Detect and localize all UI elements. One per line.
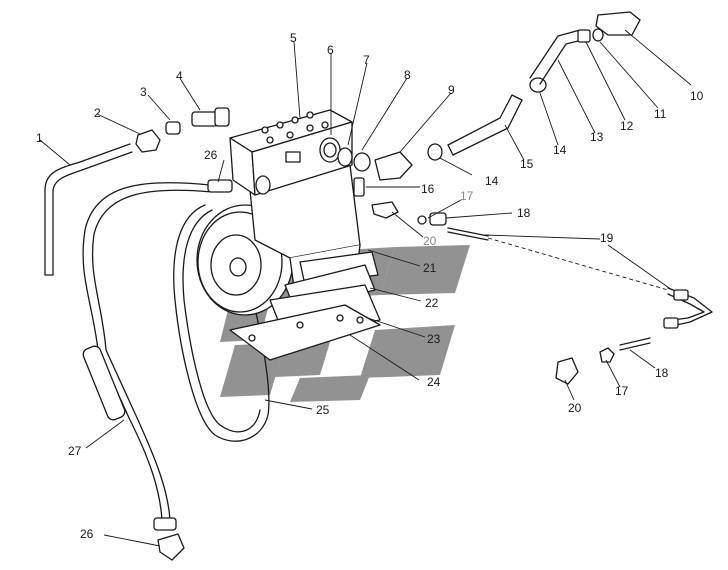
callout-4: 4 [176, 69, 183, 83]
drive-belt [173, 204, 270, 442]
part-13-pipe [529, 29, 583, 85]
callout-1: 1 [36, 131, 43, 145]
callout-23: 23 [427, 332, 441, 346]
part-9-elbow [374, 151, 413, 181]
part-1-pipe [44, 143, 131, 276]
part-26-fitting-upper [207, 179, 233, 193]
part-4-elbow [191, 107, 230, 127]
callout-19: 19 [600, 231, 614, 245]
callout-18-lower: 18 [655, 366, 669, 380]
callout-22: 22 [425, 296, 439, 310]
part-10-flange [595, 11, 641, 36]
callout-26-upper: 26 [204, 148, 218, 162]
callout-27: 27 [68, 444, 82, 458]
part-2-nut [135, 129, 161, 153]
callout-16: 16 [421, 182, 435, 196]
part-27-tube [82, 182, 213, 521]
part-19-rod [447, 227, 489, 241]
callout-26-lower: 26 [80, 527, 94, 541]
callout-18-upper: 18 [517, 206, 531, 220]
part-17-nut-lower [599, 347, 615, 363]
leader-lines [39, 29, 692, 547]
callout-3: 3 [140, 85, 147, 99]
part-17-washer-upper [417, 215, 427, 225]
callout-5: 5 [290, 31, 297, 45]
callout-2: 2 [94, 106, 101, 120]
callout-8: 8 [404, 68, 411, 82]
part-15-hose [447, 94, 523, 156]
callout-7: 7 [363, 53, 370, 67]
part-14-ring-lower [427, 143, 443, 161]
part-16-fitting [353, 177, 365, 197]
part-8-ring [353, 152, 371, 172]
callout-21: 21 [423, 261, 437, 275]
part-14-ring-upper [529, 77, 547, 93]
callout-20-upper: 20 [423, 234, 437, 248]
part-7-ring [337, 147, 353, 167]
callout-15: 15 [520, 157, 534, 171]
callout-25: 25 [316, 403, 330, 417]
callout-12: 12 [620, 119, 634, 133]
callout-9: 9 [448, 83, 455, 97]
part-12-nut [577, 29, 591, 43]
callout-20-lower: 20 [568, 401, 582, 415]
part-20-elbow-upper [371, 201, 399, 219]
callout-17-upper: 17 [460, 189, 474, 203]
part-26-elbow-lower [157, 533, 185, 561]
part-3-fitting [165, 121, 181, 135]
callout-17-lower: 17 [615, 384, 629, 398]
part-11-ring [592, 28, 604, 42]
gasket-plates [229, 264, 381, 361]
callout-11: 11 [654, 107, 667, 121]
part-18-fitting-upper [429, 212, 447, 226]
callout-13: 13 [590, 130, 604, 144]
callout-10: 10 [690, 89, 704, 103]
callout-14-lower: 14 [485, 174, 499, 188]
callout-14-upper: 14 [553, 143, 567, 157]
callouts: 1 2 3 4 5 6 7 8 9 10 11 12 13 14 14 15 1… [36, 31, 704, 541]
part-20-elbow-lower [555, 357, 579, 385]
callout-24: 24 [427, 375, 441, 389]
callout-6: 6 [327, 43, 334, 57]
part-18-fitting-lower [619, 337, 651, 351]
